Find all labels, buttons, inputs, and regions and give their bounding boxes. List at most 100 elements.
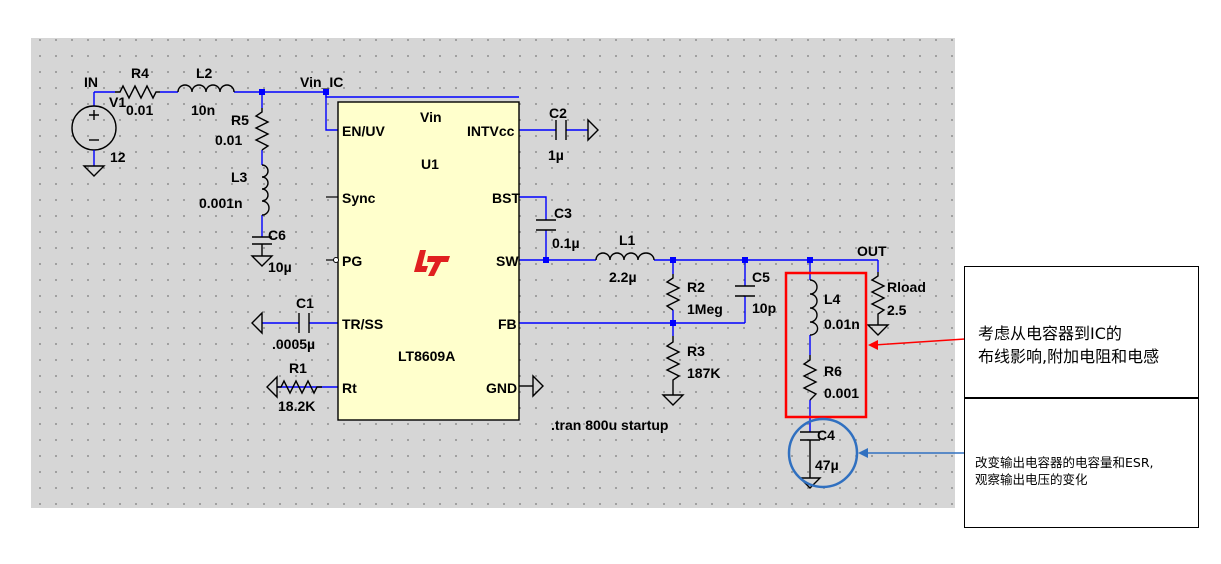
net-label-out: OUT	[857, 243, 887, 259]
source-plus-icon	[89, 110, 99, 120]
c1-value: .0005µ	[272, 336, 315, 352]
r1-value: 18.2K	[278, 398, 315, 414]
c5-name: C5	[752, 269, 770, 285]
ic-pin-pg: PG	[342, 253, 362, 269]
linear-tech-logo-icon	[414, 250, 450, 276]
c4-value: 47µ	[815, 457, 839, 473]
r6-name: R6	[824, 363, 842, 379]
r5-value: 0.01	[215, 132, 242, 148]
junction-dot	[543, 257, 549, 263]
capacitor-c4-icon	[800, 431, 820, 478]
ic-pin-stubs	[326, 196, 338, 261]
v1-value: 12	[110, 149, 126, 165]
callout-red-box	[784, 271, 868, 419]
l1-name: L1	[619, 232, 636, 248]
r6-value: 0.001	[824, 385, 859, 401]
spice-directive: .tran 800u startup	[551, 417, 668, 433]
annotation-parasitic-line1: 考虑从电容器到IC的	[978, 324, 1122, 343]
resistor-r3-icon	[665, 336, 681, 395]
callout-red-arrowhead-icon	[868, 340, 878, 350]
ground-c6-icon	[250, 255, 274, 267]
ground-r1-icon	[266, 375, 278, 399]
ground-rload-icon	[866, 324, 890, 336]
ic-pin-rt: Rt	[342, 380, 357, 396]
inductor-l1-icon	[595, 252, 655, 261]
junction-dot	[670, 257, 676, 263]
ic-pin-sync: Sync	[342, 190, 376, 206]
junction-dot	[742, 257, 748, 263]
resistor-r1-icon	[277, 379, 322, 395]
capacitor-c2-icon	[555, 120, 567, 140]
resistor-r6-icon	[802, 355, 818, 401]
r3-name: R3	[687, 343, 705, 359]
ground-c2-icon	[587, 118, 599, 142]
l3-value: 0.001n	[199, 195, 243, 211]
ground-v1-icon	[82, 165, 106, 177]
l4-name: L4	[824, 291, 841, 307]
l4-value: 0.01n	[824, 316, 860, 332]
callout-blue-arrowhead-icon	[858, 448, 868, 458]
ic-pin-gnd: GND	[486, 380, 517, 396]
net-label-vin-ic: Vin_IC	[300, 74, 343, 90]
ic-pin-intvcc: INTVcc	[467, 123, 515, 139]
inductor-l2-icon	[177, 84, 235, 93]
pg-pin-open-icon	[333, 257, 339, 263]
capacitor-c6-icon	[252, 236, 272, 256]
r2-value: 1Meg	[687, 301, 723, 317]
r1-name: R1	[289, 360, 307, 376]
c1-name: C1	[296, 295, 314, 311]
capacitor-c3-icon	[536, 219, 556, 231]
ic-ref: U1	[421, 156, 439, 172]
ground-symbols	[82, 118, 890, 489]
resistor-rload-icon	[870, 272, 886, 325]
l2-name: L2	[196, 65, 213, 81]
ic-pin-sw: SW	[496, 253, 519, 269]
ic-pin-en-uv: EN/UV	[342, 123, 385, 139]
inductor-l3-icon	[261, 164, 270, 216]
junction-dot	[259, 89, 265, 95]
c6-name: C6	[268, 227, 286, 243]
callout-blue-circle	[787, 417, 859, 489]
ic-pin-vin: Vin	[420, 109, 442, 125]
c2-value: 1µ	[548, 147, 564, 163]
ground-c1-icon	[251, 311, 263, 335]
wires	[93, 91, 879, 432]
ic-pin-bst: BST	[492, 190, 520, 206]
capacitor-c1-icon	[298, 313, 310, 333]
c5-value: 10p	[752, 300, 776, 316]
l1-value: 2.2µ	[609, 269, 637, 285]
r2-name: R2	[687, 279, 705, 295]
annotation-output-cap-line1: 改变输出电容器的电容量和ESR,	[975, 455, 1154, 470]
c6-value: 10µ	[268, 259, 292, 275]
c3-value: 0.1µ	[552, 235, 580, 251]
resistor-r2-icon	[665, 274, 681, 311]
annotation-box-output-cap	[964, 398, 1199, 528]
rload-value: 2.5	[887, 302, 907, 318]
c2-name: C2	[549, 105, 567, 121]
component-symbols	[71, 84, 886, 478]
resistor-r4-icon	[115, 84, 160, 100]
net-label-in: IN	[84, 74, 98, 90]
ic-pin-fb: FB	[498, 316, 517, 332]
annotation-output-cap-line2: 观察输出电压的变化	[975, 472, 1088, 487]
junction-dot	[670, 320, 676, 326]
rload-name: Rload	[887, 279, 926, 295]
ground-r3-icon	[661, 394, 685, 406]
c3-name: C3	[554, 205, 572, 221]
ic-pin-tr-ss: TR/SS	[342, 316, 383, 332]
r4-value: 0.01	[126, 102, 153, 118]
r3-value: 187K	[687, 365, 720, 381]
l3-name: L3	[231, 169, 248, 185]
ic-part-number: LT8609A	[398, 348, 455, 364]
wire-bst	[519, 196, 547, 220]
capacitor-c5-icon	[735, 285, 755, 297]
junction-dot	[807, 257, 813, 263]
l2-value: 10n	[191, 102, 215, 118]
inductor-l4-icon	[809, 279, 819, 336]
c4-name: C4	[817, 427, 835, 443]
wire-en	[325, 92, 338, 131]
junctions	[259, 89, 813, 326]
callout-red-arrow	[873, 338, 966, 346]
resistor-r5-icon	[254, 108, 270, 151]
